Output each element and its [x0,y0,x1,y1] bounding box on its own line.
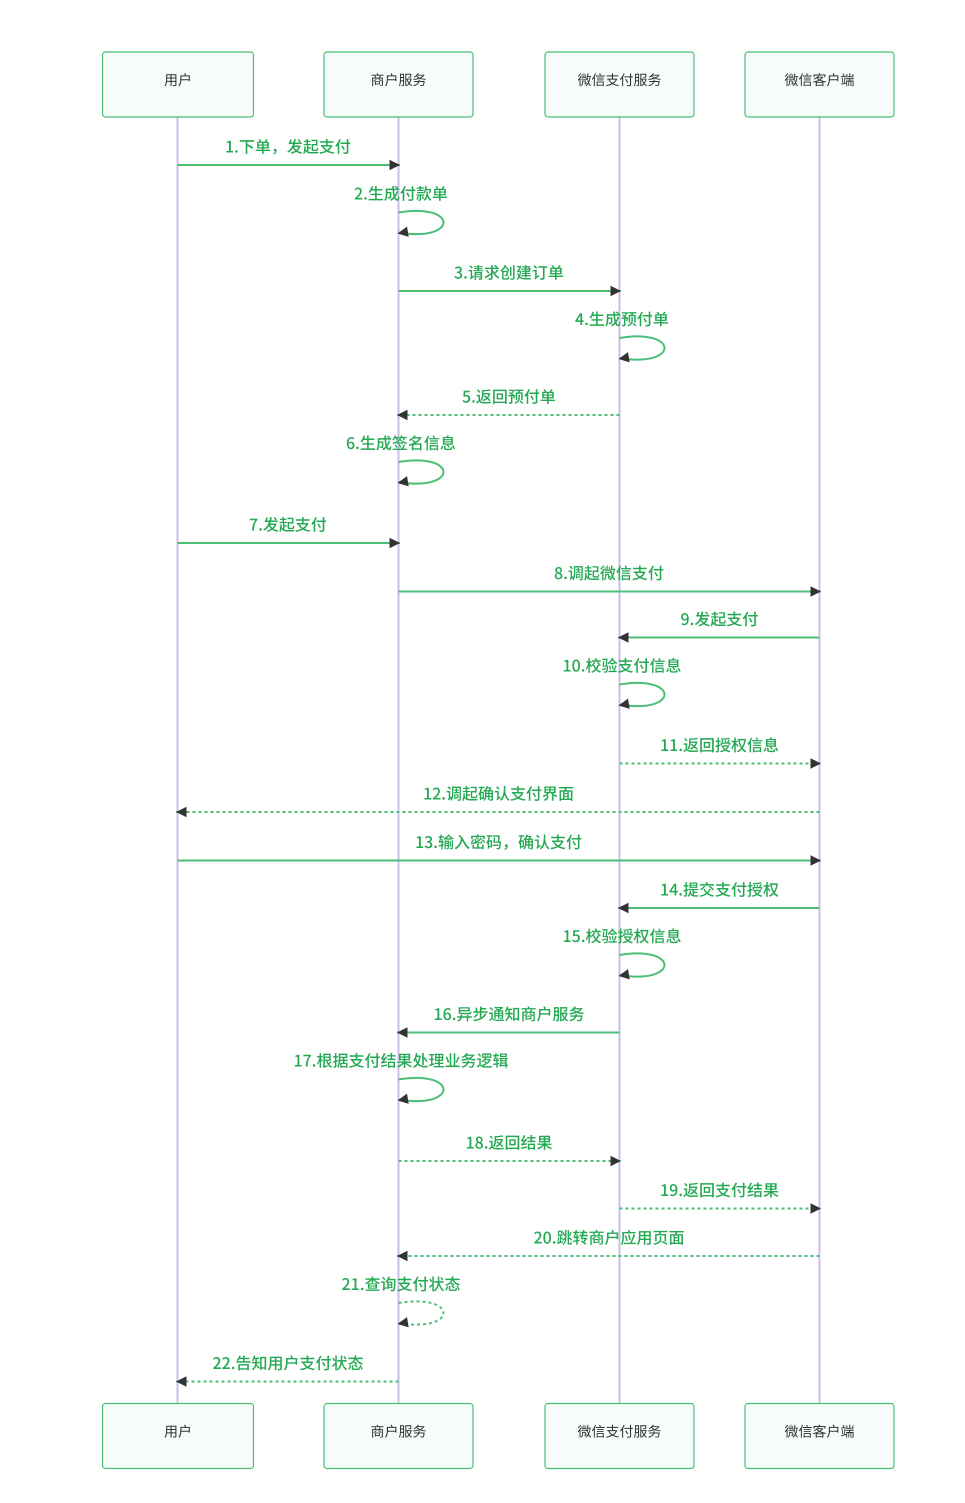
self-message-line [619,682,666,707]
arrowhead-icon [618,902,629,914]
message-16: 16.异步通知商户服务 [397,1001,620,1038]
arrowhead-icon [389,537,400,549]
participant-label: 微信支付服务 [578,70,662,90]
message-7: 7.发起支付 [177,512,400,549]
message-13: 13.输入密码，确认支付 [177,829,821,866]
message-label: 18.返回结果 [465,1130,552,1154]
arrowhead-icon [810,1203,821,1214]
participant-box [101,51,255,118]
message-17: 17.根据支付结果处理业务逻辑 [293,1048,509,1104]
participant-label: 用户 [164,1422,192,1442]
message-18: 18.返回结果 [398,1130,621,1167]
arrowhead-icon [397,1093,409,1104]
message-19: 19.返回支付结果 [619,1177,821,1214]
participant-label: 商户服务 [371,1422,427,1442]
message-21: 21.查询支付状态 [341,1271,461,1328]
message-14: 14.提交支付授权 [618,877,820,914]
message-label: 3.请求创建订单 [454,260,564,284]
arrowhead-icon [389,159,400,171]
self-message-line [398,1077,445,1102]
message-label: 21.查询支付状态 [341,1271,460,1295]
arrowhead-icon [618,969,630,980]
message-label: 16.异步通知商户服务 [433,1001,584,1025]
arrowhead-icon [810,855,821,866]
participant-user-bottom: 用户 [101,1402,255,1470]
message-label: 15.校验授权信息 [562,923,681,947]
message-label: 5.返回预付单 [462,384,556,408]
message-label: 6.生成签名信息 [346,430,456,454]
message-6: 6.生成签名信息 [346,430,456,487]
arrowhead-icon [610,1155,621,1167]
message-15: 15.校验授权信息 [562,923,682,980]
arrowhead-icon [176,1376,187,1387]
participant-merchant-bottom: 商户服务 [323,1402,474,1470]
self-message-line [398,459,445,485]
message-8: 8.调起微信支付 [398,560,821,597]
message-label: 10.校验支付信息 [562,653,681,677]
participant-merchant-top: 商户服务 [323,51,474,118]
message-label: 11.返回授权信息 [660,732,779,756]
arrowhead-icon [397,1317,409,1328]
self-message-line [619,335,666,361]
message-11: 11.返回授权信息 [619,732,821,769]
message-22: 22.告知用户支付状态 [176,1350,399,1387]
participant-wxclient-bottom: 微信客户端 [744,1402,895,1470]
message-20: 20.跳转商户应用页面 [397,1225,820,1262]
message-label: 1.下单，发起支付 [225,134,351,158]
message-label: 2.生成付款单 [354,181,448,205]
participant-label: 用户 [164,70,192,90]
participant-label: 微信客户端 [785,1422,855,1442]
arrowhead-icon [810,586,821,597]
participant-box [544,1402,695,1470]
message-10: 10.校验支付信息 [562,653,682,709]
arrowhead-icon [397,476,409,487]
arrowhead-icon [397,1250,408,1262]
participant-wxclient-top: 微信客户端 [744,51,895,118]
arrowhead-icon [397,409,408,421]
message-label: 20.跳转商户应用页面 [533,1225,684,1249]
participant-box [323,1402,474,1470]
message-2: 2.生成付款单 [354,181,448,237]
message-12: 12.调起确认支付界面 [176,781,820,818]
message-label: 12.调起确认支付界面 [423,781,574,805]
message-label: 14.提交支付授权 [660,877,779,901]
self-message-line [398,210,445,235]
message-label: 13.输入密码，确认支付 [415,829,582,853]
message-4: 4.生成预付单 [575,306,669,363]
message-label: 19.返回支付结果 [660,1177,779,1201]
participant-box [101,1402,255,1470]
arrowhead-icon [618,632,629,643]
message-label: 7.发起支付 [249,512,327,536]
participant-box [544,51,695,118]
message-label: 8.调起微信支付 [554,560,664,584]
arrowhead-icon [618,352,630,363]
participant-wxpay-bottom: 微信支付服务 [544,1402,695,1470]
arrowhead-icon [610,285,621,297]
arrowhead-icon [618,698,630,709]
message-label: 17.根据支付结果处理业务逻辑 [293,1048,508,1072]
participant-user-top: 用户 [101,51,255,118]
message-9: 9.发起支付 [618,606,820,643]
self-message-line [619,952,666,978]
message-3: 3.请求创建订单 [398,260,621,297]
arrowhead-icon [176,806,187,818]
message-label: 22.告知用户支付状态 [212,1350,363,1374]
participant-box [744,51,895,118]
self-message-line [398,1300,445,1326]
arrowhead-icon [397,1027,408,1038]
message-label: 9.发起支付 [681,606,759,630]
participant-label: 微信支付服务 [578,1422,662,1442]
arrowhead-icon [397,226,409,237]
message-1: 1.下单，发起支付 [177,134,400,171]
message-5: 5.返回预付单 [397,384,620,421]
message-label: 4.生成预付单 [575,306,669,330]
participant-box [323,51,474,118]
participant-box [744,1402,895,1470]
arrowhead-icon [810,758,821,769]
participant-label: 商户服务 [371,70,427,90]
participant-label: 微信客户端 [785,70,855,90]
participant-wxpay-top: 微信支付服务 [544,51,695,118]
